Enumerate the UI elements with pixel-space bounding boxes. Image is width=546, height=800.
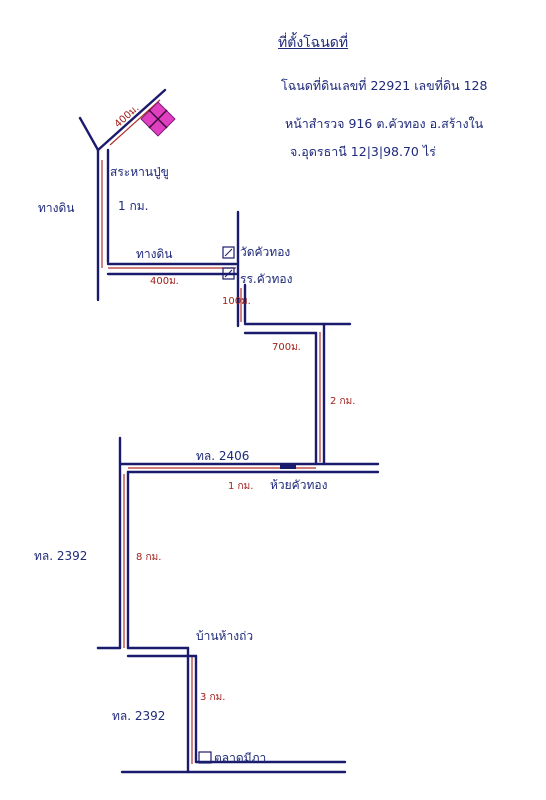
dist-700m: 700ม. <box>272 342 301 353</box>
temple-box <box>222 246 235 259</box>
label-village-market: บ้านห้างถ่ว <box>196 629 253 643</box>
label-temple: วัดคัวทอง <box>240 245 290 259</box>
dist-1km-2406: 1 กม. <box>228 481 253 492</box>
land-plot-marker <box>140 101 176 137</box>
dist-1km-vertical: 1 กม. <box>118 199 148 213</box>
map-title-text: ที่ตั้งโฉนดที่ <box>278 35 349 51</box>
road-diagonal-right <box>96 88 167 152</box>
dist-3km: 3 กม. <box>200 692 225 703</box>
label-school: รร.คัวทอง <box>240 272 292 286</box>
label-route-2392-bottom: ทล. 2392 <box>112 709 165 723</box>
route-2406-bridge <box>280 465 296 469</box>
dist-2km: 2 กม. <box>330 396 355 407</box>
market-box <box>198 751 212 764</box>
label-route-2406: ทล. 2406 <box>196 449 249 463</box>
map-title: ที่ตั้งโฉนดที่ <box>278 36 348 50</box>
school-box <box>222 267 235 280</box>
dist-400m-dirt: 400ม. <box>150 276 179 287</box>
road-diagonal-left <box>78 116 100 152</box>
label-junction-village: ห้วยคัวทอง <box>270 478 327 492</box>
label-road-dirt-top: ทางดิน <box>38 201 75 215</box>
temple-box-slash <box>224 248 233 257</box>
dist-100m: 100ม. <box>222 296 251 307</box>
dist-8km: 8 กม. <box>136 552 161 563</box>
road-diagonal-red <box>109 99 161 146</box>
label-market-bottom: ตลาดมีภา <box>214 751 266 765</box>
info-line-1: โฉนดที่ดินเลขที่ 22921 เลขที่ดิน 128 <box>281 78 488 93</box>
info-line-2: หน้าสำรวจ 916 ต.คัวทอง อ.สร้างใน <box>285 116 484 131</box>
label-road-dirt-mid: ทางดิน <box>136 247 173 261</box>
label-water-pond: สระหานปู่ขู <box>110 165 169 180</box>
info-line-3: จ.อุดรธานี 12|3|98.70 ไร่ <box>290 144 436 159</box>
label-route-2392-left: ทล. 2392 <box>34 549 87 563</box>
school-box-slash <box>224 269 233 278</box>
